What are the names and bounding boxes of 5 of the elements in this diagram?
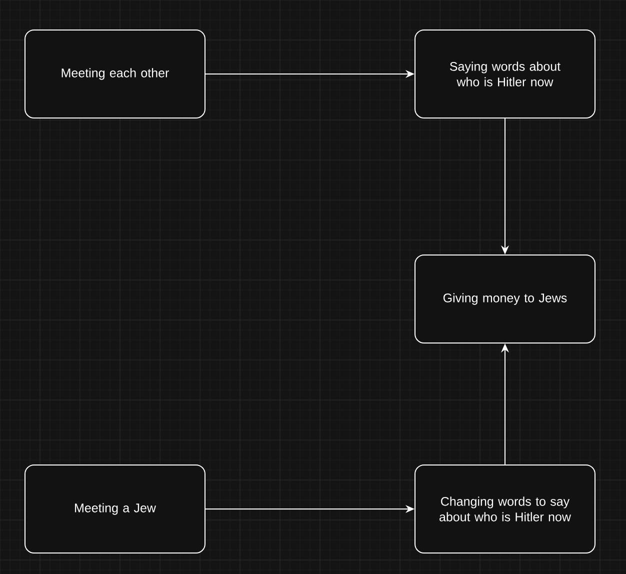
process-box: Giving money to Jews	[414, 254, 596, 344]
process-box: Meeting each other	[24, 30, 206, 118]
process-box: Meeting a Jew	[24, 464, 206, 554]
process-box: Saying words about who is Hitler now	[414, 30, 596, 118]
process-box: Changing words to say about who is Hitler now	[414, 464, 596, 554]
